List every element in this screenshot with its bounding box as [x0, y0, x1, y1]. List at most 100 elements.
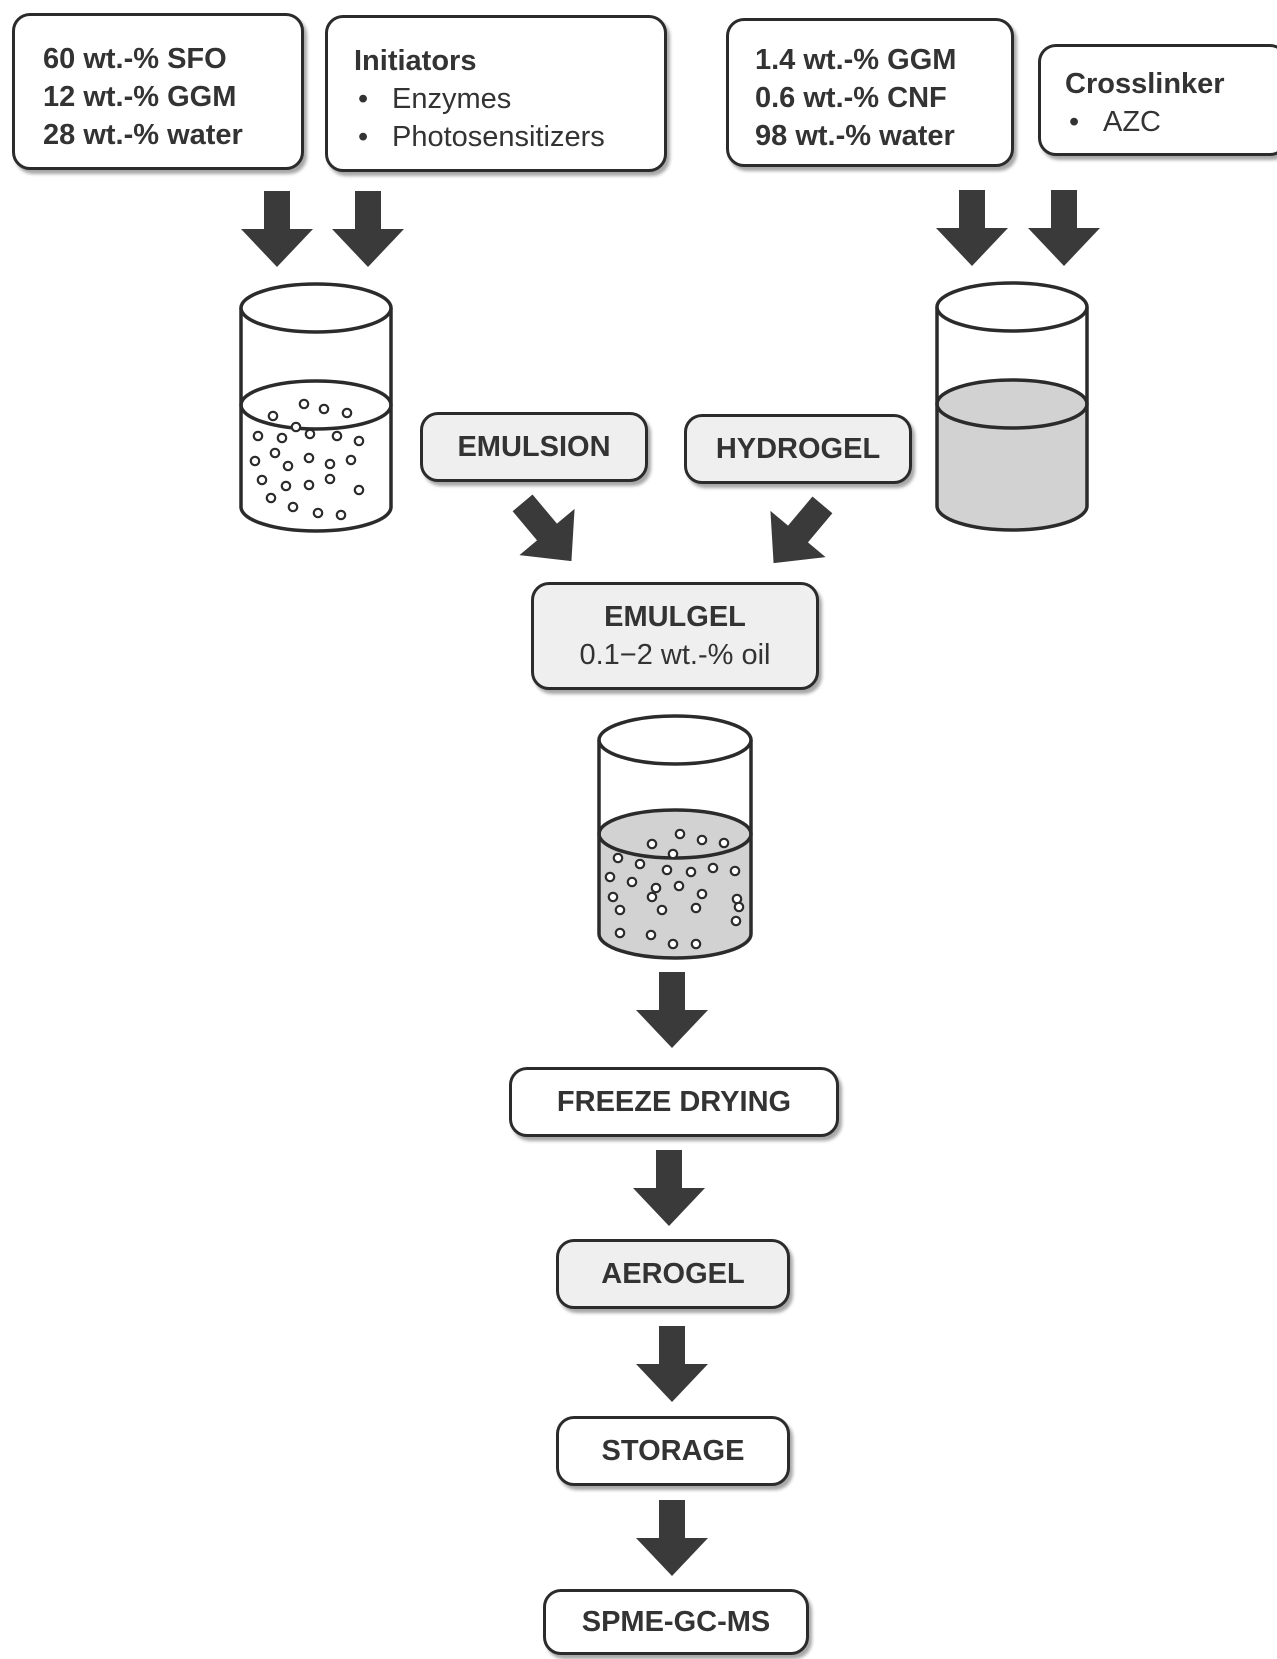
oil-droplet-icon — [690, 902, 702, 914]
liquid-surface — [935, 378, 1089, 430]
arrow-down-icon — [1028, 190, 1100, 266]
oil-droplet-icon — [674, 828, 686, 840]
arrow-diagonal-icon — [512, 494, 575, 562]
initiators-list: Enzymes Photosensitizers — [354, 80, 664, 156]
oil-droplet-icon — [290, 421, 302, 433]
oil-droplet-icon — [304, 428, 316, 440]
beaker-rim — [597, 714, 753, 766]
freeze-drying-label: FREEZE DRYING — [556, 1086, 792, 1118]
initiator-item-enzymes: Enzymes — [354, 80, 664, 118]
oil-droplet-icon — [318, 403, 330, 415]
arrow-down-icon — [636, 972, 708, 1048]
oil-droplet-icon — [634, 858, 646, 870]
emulsion-component-ggm: 12 wt.-% GGM — [43, 81, 237, 113]
arrow-down-icon — [332, 191, 404, 267]
oil-droplet-icon — [267, 410, 279, 422]
aerogel-label: AEROGEL — [601, 1258, 745, 1290]
crosslinker-list: AZC — [1065, 103, 1277, 141]
oil-droplet-icon — [612, 852, 624, 864]
oil-droplet-icon — [341, 407, 353, 419]
oil-droplet-icon — [729, 865, 741, 877]
beaker-rim — [239, 282, 393, 334]
crosslinker-title: Crosslinker — [1065, 68, 1225, 100]
initiators-box: Initiators Enzymes Photosensitizers — [325, 15, 667, 172]
aerogel-box: AEROGEL — [556, 1239, 790, 1309]
emulsion-label: EMULSION — [457, 431, 611, 463]
beaker-bottom — [935, 505, 1089, 532]
oil-droplet-icon — [303, 452, 315, 464]
oil-droplet-icon — [324, 473, 336, 485]
oil-droplet-icon — [614, 904, 626, 916]
spme-gc-ms-label: SPME-GC-MS — [581, 1606, 771, 1638]
oil-droplet-icon — [661, 864, 673, 876]
crosslinker-box: Crosslinker AZC — [1038, 44, 1277, 156]
arrow-down-icon — [636, 1500, 708, 1576]
oil-droplet-icon — [673, 880, 685, 892]
arrow-down-icon — [636, 1326, 708, 1402]
arrow-down-icon — [241, 191, 313, 267]
storage-box: STORAGE — [556, 1416, 790, 1486]
beakers-group — [239, 281, 1089, 960]
oil-droplet-icon — [287, 501, 299, 513]
arrow-diagonal-icon — [770, 496, 833, 564]
emulsion-component-water: 28 wt.-% water — [43, 119, 243, 151]
liquid-surface — [239, 379, 393, 431]
oil-droplet-icon — [646, 838, 658, 850]
oil-droplet-icon — [303, 479, 315, 491]
oil-droplet-icon — [353, 435, 365, 447]
oil-droplet-icon — [667, 938, 679, 950]
initiator-item-photosensitizers: Photosensitizers — [354, 118, 664, 156]
oil-droplet-icon — [282, 460, 294, 472]
hydrogel-label: HYDROGEL — [715, 433, 881, 465]
emulsion-label-box: EMULSION — [420, 412, 648, 482]
beaker-liquid — [937, 404, 1087, 530]
oil-droplet-icon — [718, 837, 730, 849]
oil-droplet-icon — [614, 927, 626, 939]
freeze-drying-box: FREEZE DRYING — [509, 1067, 839, 1137]
arrow-down-icon — [633, 1150, 705, 1226]
oil-droplet-icon — [607, 891, 619, 903]
oil-droplet-icon — [650, 882, 662, 894]
hydrogel-beaker-icon — [935, 281, 1089, 532]
oil-droplet-icon — [280, 480, 292, 492]
oil-droplet-icon — [604, 871, 616, 883]
oil-droplet-icon — [696, 888, 708, 900]
oil-droplet-icon — [331, 430, 343, 442]
oil-droplet-icon — [730, 915, 742, 927]
oil-droplet-icon — [269, 447, 281, 459]
oil-droplet-icon — [685, 866, 697, 878]
hydrogel-label-box: HYDROGEL — [684, 414, 912, 484]
oil-droplet-icon — [733, 901, 745, 913]
hydrogel-component-cnf: 0.6 wt.-% CNF — [755, 82, 947, 114]
emulgel-title: EMULGEL — [604, 601, 746, 633]
oil-droplet-icon — [252, 430, 264, 442]
oil-droplet-icon — [324, 458, 336, 470]
hydrogel-composition-box: 1.4 wt.-% GGM 0.6 wt.-% CNF 98 wt.-% wat… — [726, 18, 1014, 167]
emulsion-composition-box: 60 wt.-% SFO 12 wt.-% GGM 28 wt.-% water — [12, 13, 304, 170]
hydrogel-component-water: 98 wt.-% water — [755, 120, 955, 152]
oil-droplet-icon — [626, 876, 638, 888]
beaker-bottom — [597, 933, 753, 960]
oil-droplet-icon — [249, 455, 261, 467]
oil-droplet-icon — [312, 507, 324, 519]
oil-droplet-icon — [645, 929, 657, 941]
arrow-down-icon — [936, 190, 1008, 266]
spme-gc-ms-box: SPME-GC-MS — [543, 1589, 809, 1655]
oil-droplet-icon — [707, 862, 719, 874]
initiators-title: Initiators — [354, 45, 477, 77]
beaker-rim — [935, 281, 1089, 333]
oil-droplet-icon — [656, 904, 668, 916]
oil-droplet-icon — [690, 938, 702, 950]
oil-droplet-icon — [353, 484, 365, 496]
crosslinker-item-azc: AZC — [1065, 103, 1277, 141]
emulsion-beaker-icon — [239, 282, 393, 533]
emulgel-oil-content: 0.1−2 wt.-% oil — [579, 639, 771, 671]
oil-droplet-icon — [276, 432, 288, 444]
oil-droplet-icon — [256, 474, 268, 486]
oil-droplet-icon — [298, 398, 310, 410]
oil-droplet-icon — [696, 834, 708, 846]
oil-droplet-icon — [265, 492, 277, 504]
emulgel-beaker-icon — [597, 714, 753, 960]
oil-droplet-icon — [345, 454, 357, 466]
